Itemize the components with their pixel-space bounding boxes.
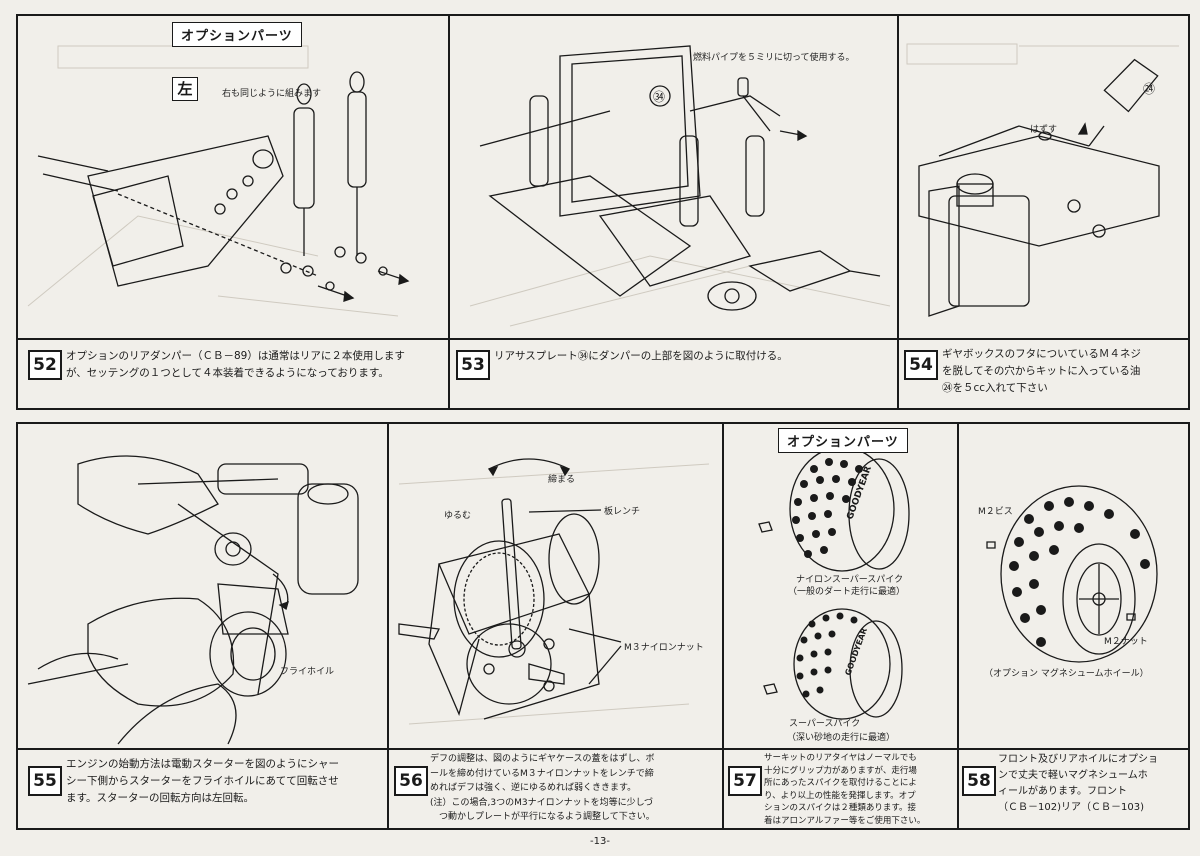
top-divider-1 [448,14,450,410]
option-parts-label-52: オプションパーツ [172,22,302,47]
bottom-divider-3 [957,422,959,830]
step-text-53: リアサスプレート㉞にダンパーの上部を図のように取付ける。 [494,348,890,365]
tire-brand-text-2: GOODYEAR [843,627,869,677]
illustration-engine-start [18,424,386,748]
illustration-gearbox-oil [899,16,1188,338]
loosen-label: ゆるむ [444,511,472,521]
super-spike-label: スーパースパイク [789,719,861,729]
step-text-54: ギヤボックスのフタについているＭ４ネジ を脱してその穴からキットに入っている油 … [942,346,1186,397]
step-number-57: 57 [728,766,762,796]
engine-start-drawing [27,455,359,745]
page-number: -13- [590,836,610,847]
step-text-52-line-1: オプションのリアダンパー（ＣＢ－89）は通常はリアに２本使用します [66,350,405,362]
nylon-nut-label: M３ナイロンナット [624,643,704,653]
option-parts-label-57: オプションパーツ [778,428,908,453]
step-text-57-line-6: 着はアロンアルファー等をご使用下さい。 [764,815,926,826]
bottom-caption-divider [16,748,1190,750]
top-section-frame [16,14,1190,410]
illustration-rear-dampers [18,16,448,338]
top-divider-2 [897,14,899,410]
step-text-57-line-4: り、より以上の性能を発揮します。オプ [764,790,916,801]
illustration-magnesium-wheel [959,424,1188,748]
gearbox-oil-drawing [906,43,1179,317]
step-text-55-line-2: シー下側からスターターをフライホイルにあてて回転させ [66,775,339,787]
step-text-56-line-2: ールを締め付けているM３ナイロンナットをレンチで締 [430,768,654,779]
step-number-53: 53 [456,350,490,380]
illustration-diff-adjust [389,424,721,748]
step-text-56: デフの調整は、図のようにギヤケースの蓋をはずし、ボ ールを締め付けているM３ナイ… [430,752,720,825]
step-text-58-line-1: フロント及びリアホイルにオプショ [998,754,1158,765]
note-remove: はずす [1030,125,1058,135]
step-text-57-line-2: 十分にグリップ力がありますが、走行場 [764,765,917,776]
step-number-55: 55 [28,766,62,796]
step-text-57-line-5: ションのスパイクは２種類あります。接 [764,803,916,813]
step-text-57: サーキットのリアタイヤはノーマルでも 十分にグリップ力がありますが、走行場 所に… [764,752,956,827]
step-text-58: フロント及びリアホイルにオプショ ンで丈夫で軽いマグネシュームホ ィールがありま… [998,752,1188,816]
nylon-super-spike-sub: （一般のダート走行に最適） [788,587,906,597]
tighten-label: 締まる [548,475,576,485]
step-text-58-line-2: ンで丈夫で軽いマグネシュームホ [998,770,1148,781]
step-text-55-line-3: ます。スターターの回転方向は左回転。 [66,792,254,804]
bottom-divider-2 [722,422,724,830]
flywheel-label: フライホイル [280,667,335,677]
note-right-same: 右も同じように組みます [222,89,322,99]
illustration-spike-tires: GOODYEAR GOODYEAR [724,424,956,748]
step-text-56-line-5: つ動かしプレートが平行になるよう調整して下さい。 [430,812,655,822]
illustration-rear-sus-plate [450,16,896,338]
part-ref-94: ㉔ [1143,82,1156,96]
diff-drawing [398,458,710,725]
step-text-58-line-4: （ＣＢ－102)リア（ＣＢ－103) [998,802,1144,813]
step-text-56-line-4: (注）この場合,3つのM3ナイロンナットを均等に少しづ [430,797,654,808]
spike-tires-drawing: GOODYEAR GOODYEAR [758,446,910,720]
step-text-52: オプションのリアダンパー（ＣＢ－89）は通常はリアに２本使用します が、セッテン… [66,348,442,382]
step-number-52: 52 [28,350,62,380]
step-text-52-line-2: が、セッテングの１つとして４本装着できるようになっております。 [66,367,389,379]
wrench-label: 板レンチ [604,507,641,517]
step-text-54-line-1: ギヤボックスのフタについているＭ４ネジ [942,348,1141,360]
step-number-56: 56 [394,766,428,796]
step-number-58: 58 [962,766,996,796]
sus-plate-drawing [469,45,891,327]
magnesium-wheel-label: （オプション マグネシュームホイール） [984,669,1149,679]
wheel-drawing [986,485,1158,663]
step-text-57-line-3: 所にあったスパイクを取付けることによ [764,778,917,788]
top-caption-divider [16,338,1190,340]
step-text-55: エンジンの始動方法は電動スターターを図のようにシャー シー下側からスターターをフ… [66,756,384,807]
step-text-56-line-1: デフの調整は、図のようにギヤケースの蓋をはずし、ボ [430,754,655,764]
left-side-label: 左 [172,77,198,101]
bottom-divider-1 [387,422,389,830]
part-ref-34: ㉞ [653,90,666,104]
note-fuel-pipe: 燃料パイプを５ミリに切って使用する。 [693,53,855,63]
super-spike-sub: （深い砂地の走行に最適） [787,733,896,743]
step-number-54: 54 [904,350,938,380]
step-text-56-line-3: めればデフは強く、逆にゆるめれば弱くききます。 [430,783,637,793]
m2-screw-label: M２ビス [978,507,1013,517]
damper-drawing [27,45,410,317]
step-text-54-line-2: を脱してその穴からキットに入っている油 [942,365,1141,377]
step-text-55-line-1: エンジンの始動方法は電動スターターを図のようにシャー [66,758,339,770]
nylon-super-spike-label: ナイロンスーパースパイク [796,575,904,585]
tire-brand-text-1: GOODYEAR [845,465,874,521]
m2-nut-label: M２ナット [1104,637,1148,647]
step-text-57-line-1: サーキットのリアタイヤはノーマルでも [764,753,917,763]
bottom-section-frame [16,422,1190,830]
step-text-58-line-3: ィールがあります。フロント [998,786,1127,797]
step-text-54-line-3: ㉔を５cc入れて下さい [942,382,1048,394]
step-text-53-line-1: リアサスプレート㉞にダンパーの上部を図のように取付ける。 [494,350,788,362]
